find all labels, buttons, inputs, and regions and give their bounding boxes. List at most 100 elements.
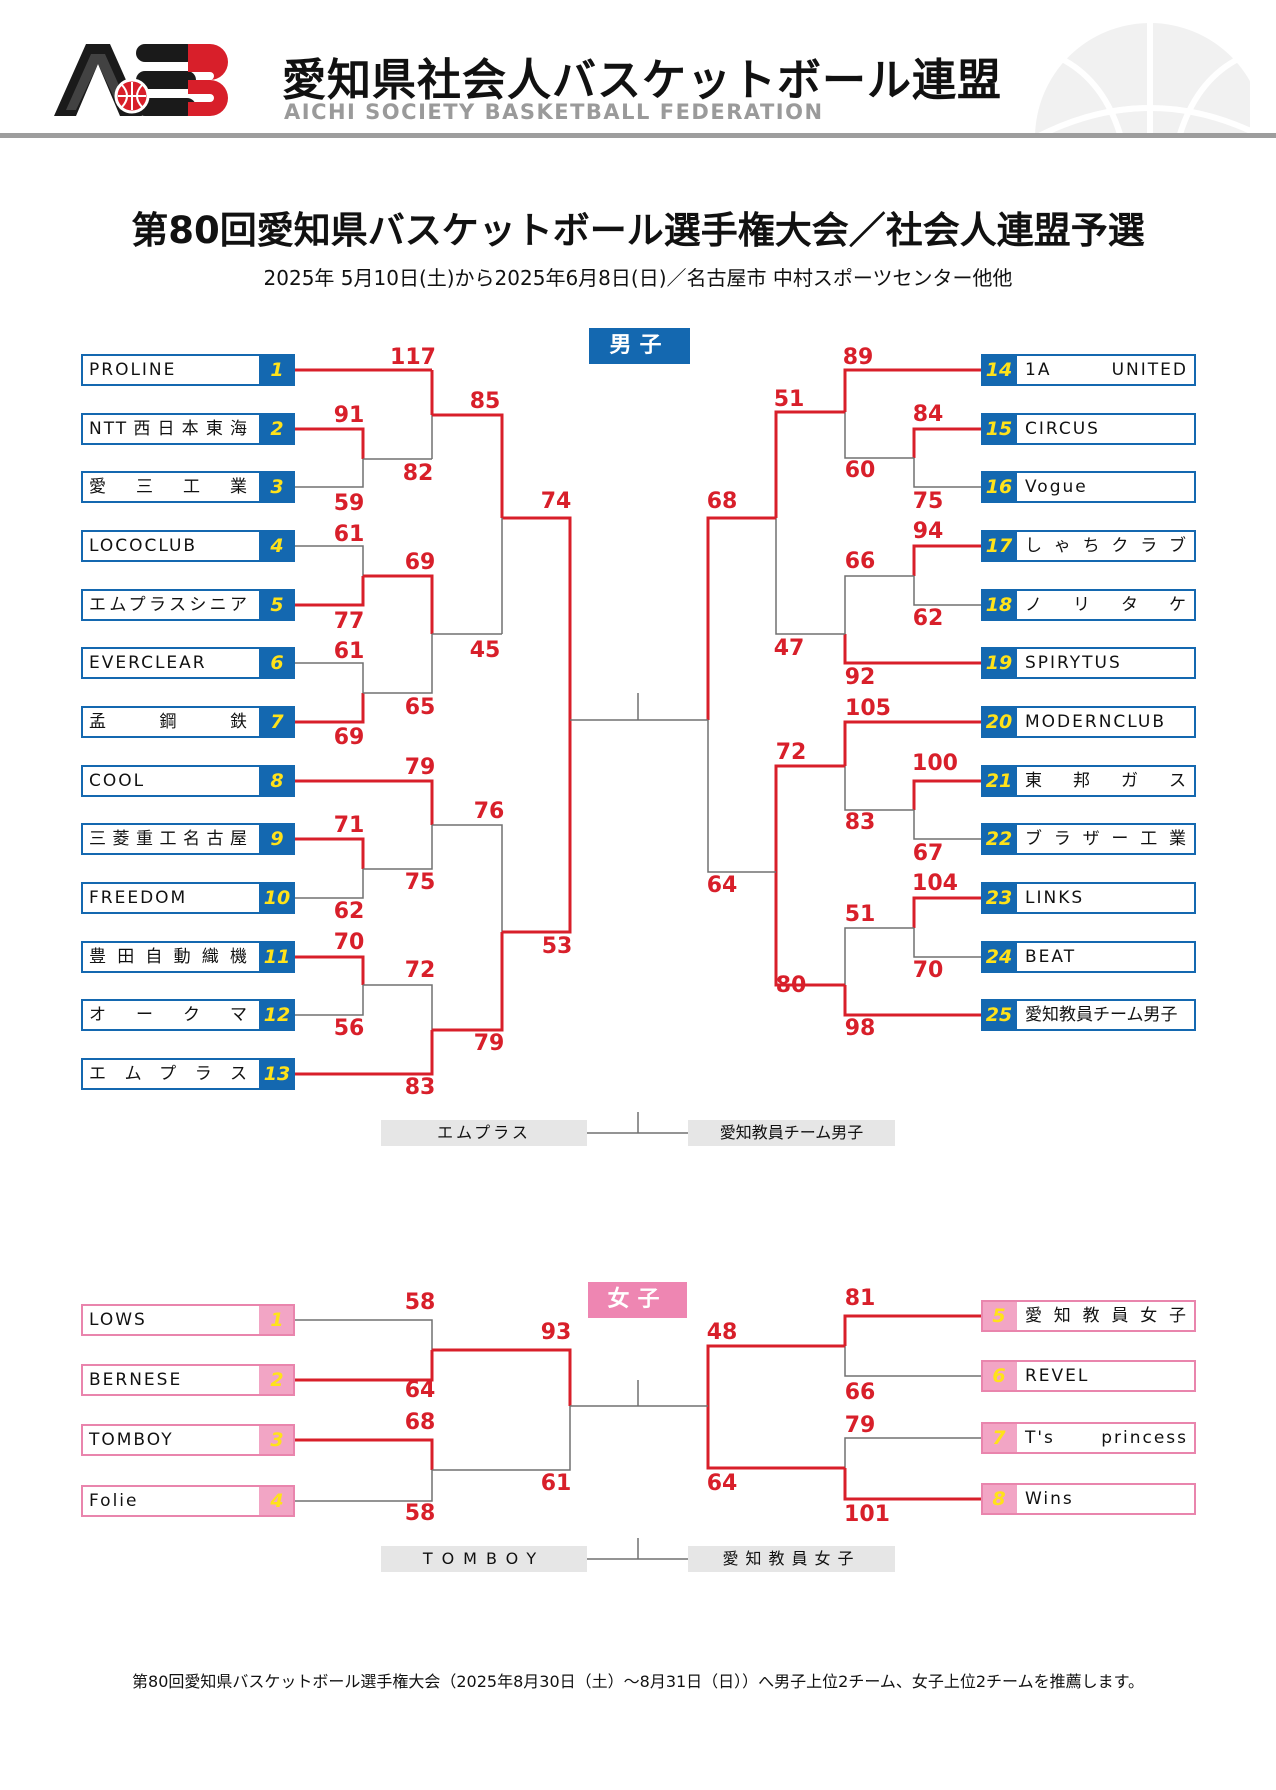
seed-number: 8: [983, 1485, 1017, 1513]
men-team-23: 23 LINKS: [981, 882, 1196, 914]
team-name: Folie: [89, 1491, 139, 1511]
men-score: 71: [333, 813, 365, 838]
men-score: 98: [844, 1016, 876, 1041]
women-section-label: 女子: [588, 1282, 687, 1318]
team-name: 1A UNITED: [1025, 360, 1188, 380]
men-score: 67: [912, 841, 944, 866]
team-name: COOL: [89, 771, 146, 791]
team-name: ブラザー工業: [1025, 829, 1188, 849]
bracket-line-34: [913, 576, 981, 606]
bracket-line-31: [844, 412, 914, 459]
men-score: 92: [844, 665, 876, 690]
women-score: 79: [844, 1413, 876, 1438]
winner-line-38: [706, 516, 776, 720]
seed-number: 2: [259, 1366, 293, 1394]
men-score: 74: [540, 489, 572, 514]
seed-number: 7: [983, 1424, 1017, 1452]
men-score: 105: [845, 696, 891, 721]
men-section-label: 男子: [589, 328, 690, 364]
team-name: MODERNCLUB: [1025, 712, 1167, 732]
footnote: 第80回愛知県バスケットボール選手権大会（2025年8月30日（土）〜8月31日…: [132, 1672, 1144, 1691]
winner-line-9: [363, 574, 434, 634]
seed-number: 23: [983, 884, 1017, 912]
asb-logo: [54, 44, 228, 116]
men-score: 77: [333, 609, 365, 634]
team-name: 豊田自動織機: [89, 947, 249, 967]
team-name: T's princess: [1025, 1428, 1188, 1448]
seed-number: 5: [259, 591, 293, 619]
bracket-line-42: [844, 766, 914, 811]
seed-number: 12: [259, 1001, 293, 1029]
women-score: 68: [404, 1410, 436, 1435]
winner-line-56: [432, 1348, 572, 1406]
men-score: 72: [775, 740, 807, 765]
team-name: エムプラスシニア: [89, 595, 249, 615]
men-score: 70: [333, 930, 365, 955]
team-name: BEAT: [1025, 947, 1077, 967]
men-score: 47: [773, 636, 805, 661]
seed-number: 13: [259, 1060, 293, 1088]
winner-line-28: [843, 368, 981, 412]
winner-line-44: [912, 896, 981, 928]
men-team-5: エムプラスシニア 5: [81, 589, 295, 621]
winner-line-61: [843, 1314, 981, 1346]
seed-number: 10: [259, 884, 293, 912]
men-score: 62: [912, 606, 944, 631]
bracket-line-2: [295, 459, 364, 488]
seed-number: 1: [259, 356, 293, 384]
team-name: LINKS: [1025, 888, 1085, 908]
bracket-line-7: [295, 545, 364, 576]
winner-line-25: [432, 932, 504, 1032]
team-name: 愛知教員女子: [1025, 1306, 1188, 1326]
men-team-15: 15 CIRCUS: [981, 413, 1196, 445]
bracket-line-59: [432, 1406, 571, 1471]
men-score: 91: [333, 403, 365, 428]
seed-number: 4: [259, 1487, 293, 1515]
seed-number: 15: [983, 415, 1017, 443]
team-name: REVEL: [1025, 1366, 1090, 1386]
basketball-watermark-icon: [1035, 23, 1250, 133]
team-name: LOWS: [89, 1310, 147, 1330]
team-name: CIRCUS: [1025, 419, 1100, 439]
men-score: 104: [912, 871, 958, 896]
men-score: 53: [541, 934, 573, 959]
men-score: 72: [404, 958, 436, 983]
winner-line-32: [774, 410, 845, 518]
men-score: 70: [912, 958, 944, 983]
men-score: 60: [844, 458, 876, 483]
team-name: PROLINE: [89, 360, 177, 380]
men-score: 79: [404, 755, 436, 780]
org-name-en: AICHI SOCIETY BASKETBALL FEDERATION: [284, 100, 824, 124]
bracket-line-64: [844, 1437, 981, 1468]
men-score: 59: [333, 491, 365, 516]
team-name: Wins: [1025, 1489, 1074, 1509]
men-team-10: FREEDOM 10: [81, 882, 295, 914]
winner-line-39: [843, 720, 981, 766]
seed-number: 16: [983, 473, 1017, 501]
women-team-8: 8 Wins: [981, 1483, 1196, 1515]
team-name: 三菱重工名古屋: [89, 829, 249, 849]
men-score: 75: [912, 489, 944, 514]
men-score: 45: [469, 638, 501, 663]
seed-number: 25: [983, 1001, 1017, 1029]
women-finalist-right: 愛知教員女子: [688, 1546, 895, 1572]
seed-number: 19: [983, 649, 1017, 677]
women-team-2: BERNESE 2: [81, 1364, 295, 1396]
team-name: BERNESE: [89, 1370, 183, 1390]
team-name: FREEDOM: [89, 888, 188, 908]
men-score: 64: [706, 873, 738, 898]
bracket-line-62: [844, 1346, 981, 1377]
seed-number: 17: [983, 532, 1017, 560]
men-score: 61: [333, 639, 365, 664]
seed-number: 5: [983, 1302, 1017, 1330]
